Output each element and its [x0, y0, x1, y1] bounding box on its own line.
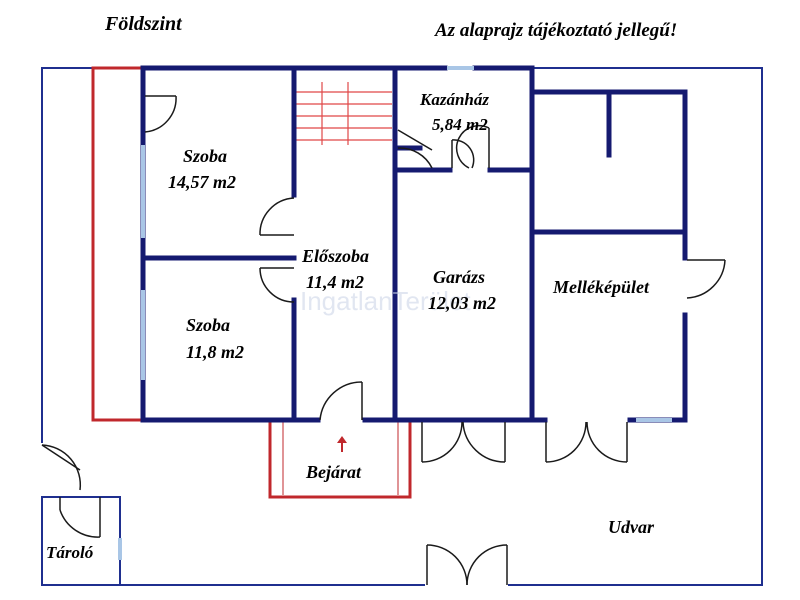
property-boundary	[41, 67, 763, 586]
room-label-mellekepulet: Melléképület	[552, 277, 650, 297]
room-label-eloszoba: Előszoba	[301, 246, 369, 266]
walls	[140, 65, 688, 423]
room-area-szoba-1: 14,57 m2	[168, 172, 236, 192]
floor-title: Földszint	[104, 13, 183, 35]
room-label-tarolo: Tároló	[46, 543, 93, 562]
room-area-szoba-2: 11,8 m2	[186, 342, 244, 362]
room-label-bejarat: Bejárat	[305, 462, 362, 482]
room-area-kazanhaz: 5,84 m2	[432, 115, 488, 134]
room-area-garazs: 12,03 m2	[428, 293, 496, 313]
terrace-outline	[91, 66, 412, 499]
room-area-eloszoba: 11,4 m2	[306, 272, 364, 292]
room-label-szoba-1: Szoba	[183, 146, 227, 166]
room-label-udvar: Udvar	[608, 517, 655, 537]
disclaimer: Az alaprajz tájékoztató jellegű!	[434, 20, 677, 41]
room-label-kazanhaz: Kazánház	[419, 90, 489, 109]
doors	[41, 95, 726, 586]
watermark: IngatlanTerület	[300, 286, 471, 316]
room-label-garazs: Garázs	[433, 267, 485, 287]
windows	[118, 66, 672, 560]
entrance-arrow-icon	[337, 436, 347, 452]
staircase	[296, 82, 392, 145]
room-label-szoba-2: Szoba	[186, 315, 230, 335]
